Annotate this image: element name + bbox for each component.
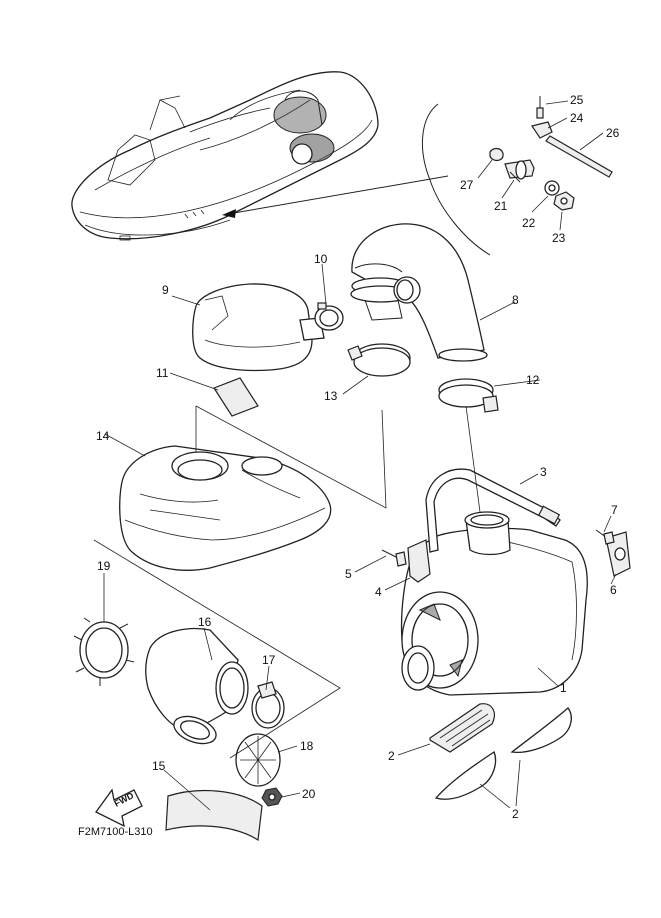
callout-labels: 25 24 26 27 21 22 23 10 8 9 11 12 13 14 … [78, 93, 620, 838]
callout-27: 27 [460, 178, 474, 192]
hose-clamp-12 [438, 378, 499, 413]
retaining-strap [425, 468, 561, 553]
callout-9: 9 [162, 283, 169, 297]
callout-23: 23 [552, 231, 566, 245]
pad-2b [510, 707, 572, 754]
callout-2a: 2 [388, 749, 395, 763]
exhaust-pipe [350, 223, 488, 362]
callout-17: 17 [262, 653, 276, 667]
callout-25: 25 [570, 93, 584, 107]
callout-5: 5 [345, 567, 352, 581]
gasket-plate [213, 377, 259, 417]
tail-pipe [145, 627, 249, 745]
pad-2c [434, 751, 497, 800]
callout-15: 15 [152, 759, 166, 773]
callout-19: 19 [97, 559, 111, 573]
detail-bracket [421, 103, 491, 256]
fwd-arrow: FWD [95, 788, 143, 828]
arrowhead [222, 209, 236, 218]
flange-ring [73, 617, 135, 686]
callout-2b: 2 [512, 807, 519, 821]
leader-lines [93, 100, 617, 811]
callout-6: 6 [610, 583, 617, 597]
bracket-4 [407, 539, 431, 583]
disc-plate [235, 733, 281, 787]
watercraft-overview [71, 71, 379, 241]
diagram-code: F2M7100-L310 [78, 826, 153, 838]
muffler [400, 511, 588, 696]
callout-13: 13 [324, 389, 338, 403]
callout-10: 10 [314, 252, 328, 266]
water-box [119, 445, 332, 571]
fastener-detail [489, 96, 613, 211]
callout-8: 8 [512, 293, 519, 307]
callout-11: 11 [156, 366, 169, 380]
sheet-15 [165, 789, 263, 842]
callout-21: 21 [494, 199, 508, 213]
callout-20: 20 [302, 787, 316, 801]
hose-clamp-17 [251, 681, 285, 729]
callout-12: 12 [526, 373, 540, 387]
bolt-5 [381, 549, 407, 567]
hose-clamp-13 [347, 343, 411, 377]
callout-1: 1 [560, 681, 567, 695]
leader-to-overview [227, 175, 449, 215]
callout-22: 22 [522, 216, 536, 230]
callout-3: 3 [540, 465, 547, 479]
callout-4: 4 [375, 585, 382, 599]
callout-18: 18 [300, 739, 314, 753]
callout-26: 26 [606, 126, 620, 140]
callout-14: 14 [96, 429, 110, 443]
callout-24: 24 [570, 111, 584, 125]
callout-7: 7 [611, 503, 618, 517]
callout-16: 16 [198, 615, 212, 629]
pad-2a [429, 703, 495, 753]
resonator [192, 283, 344, 372]
